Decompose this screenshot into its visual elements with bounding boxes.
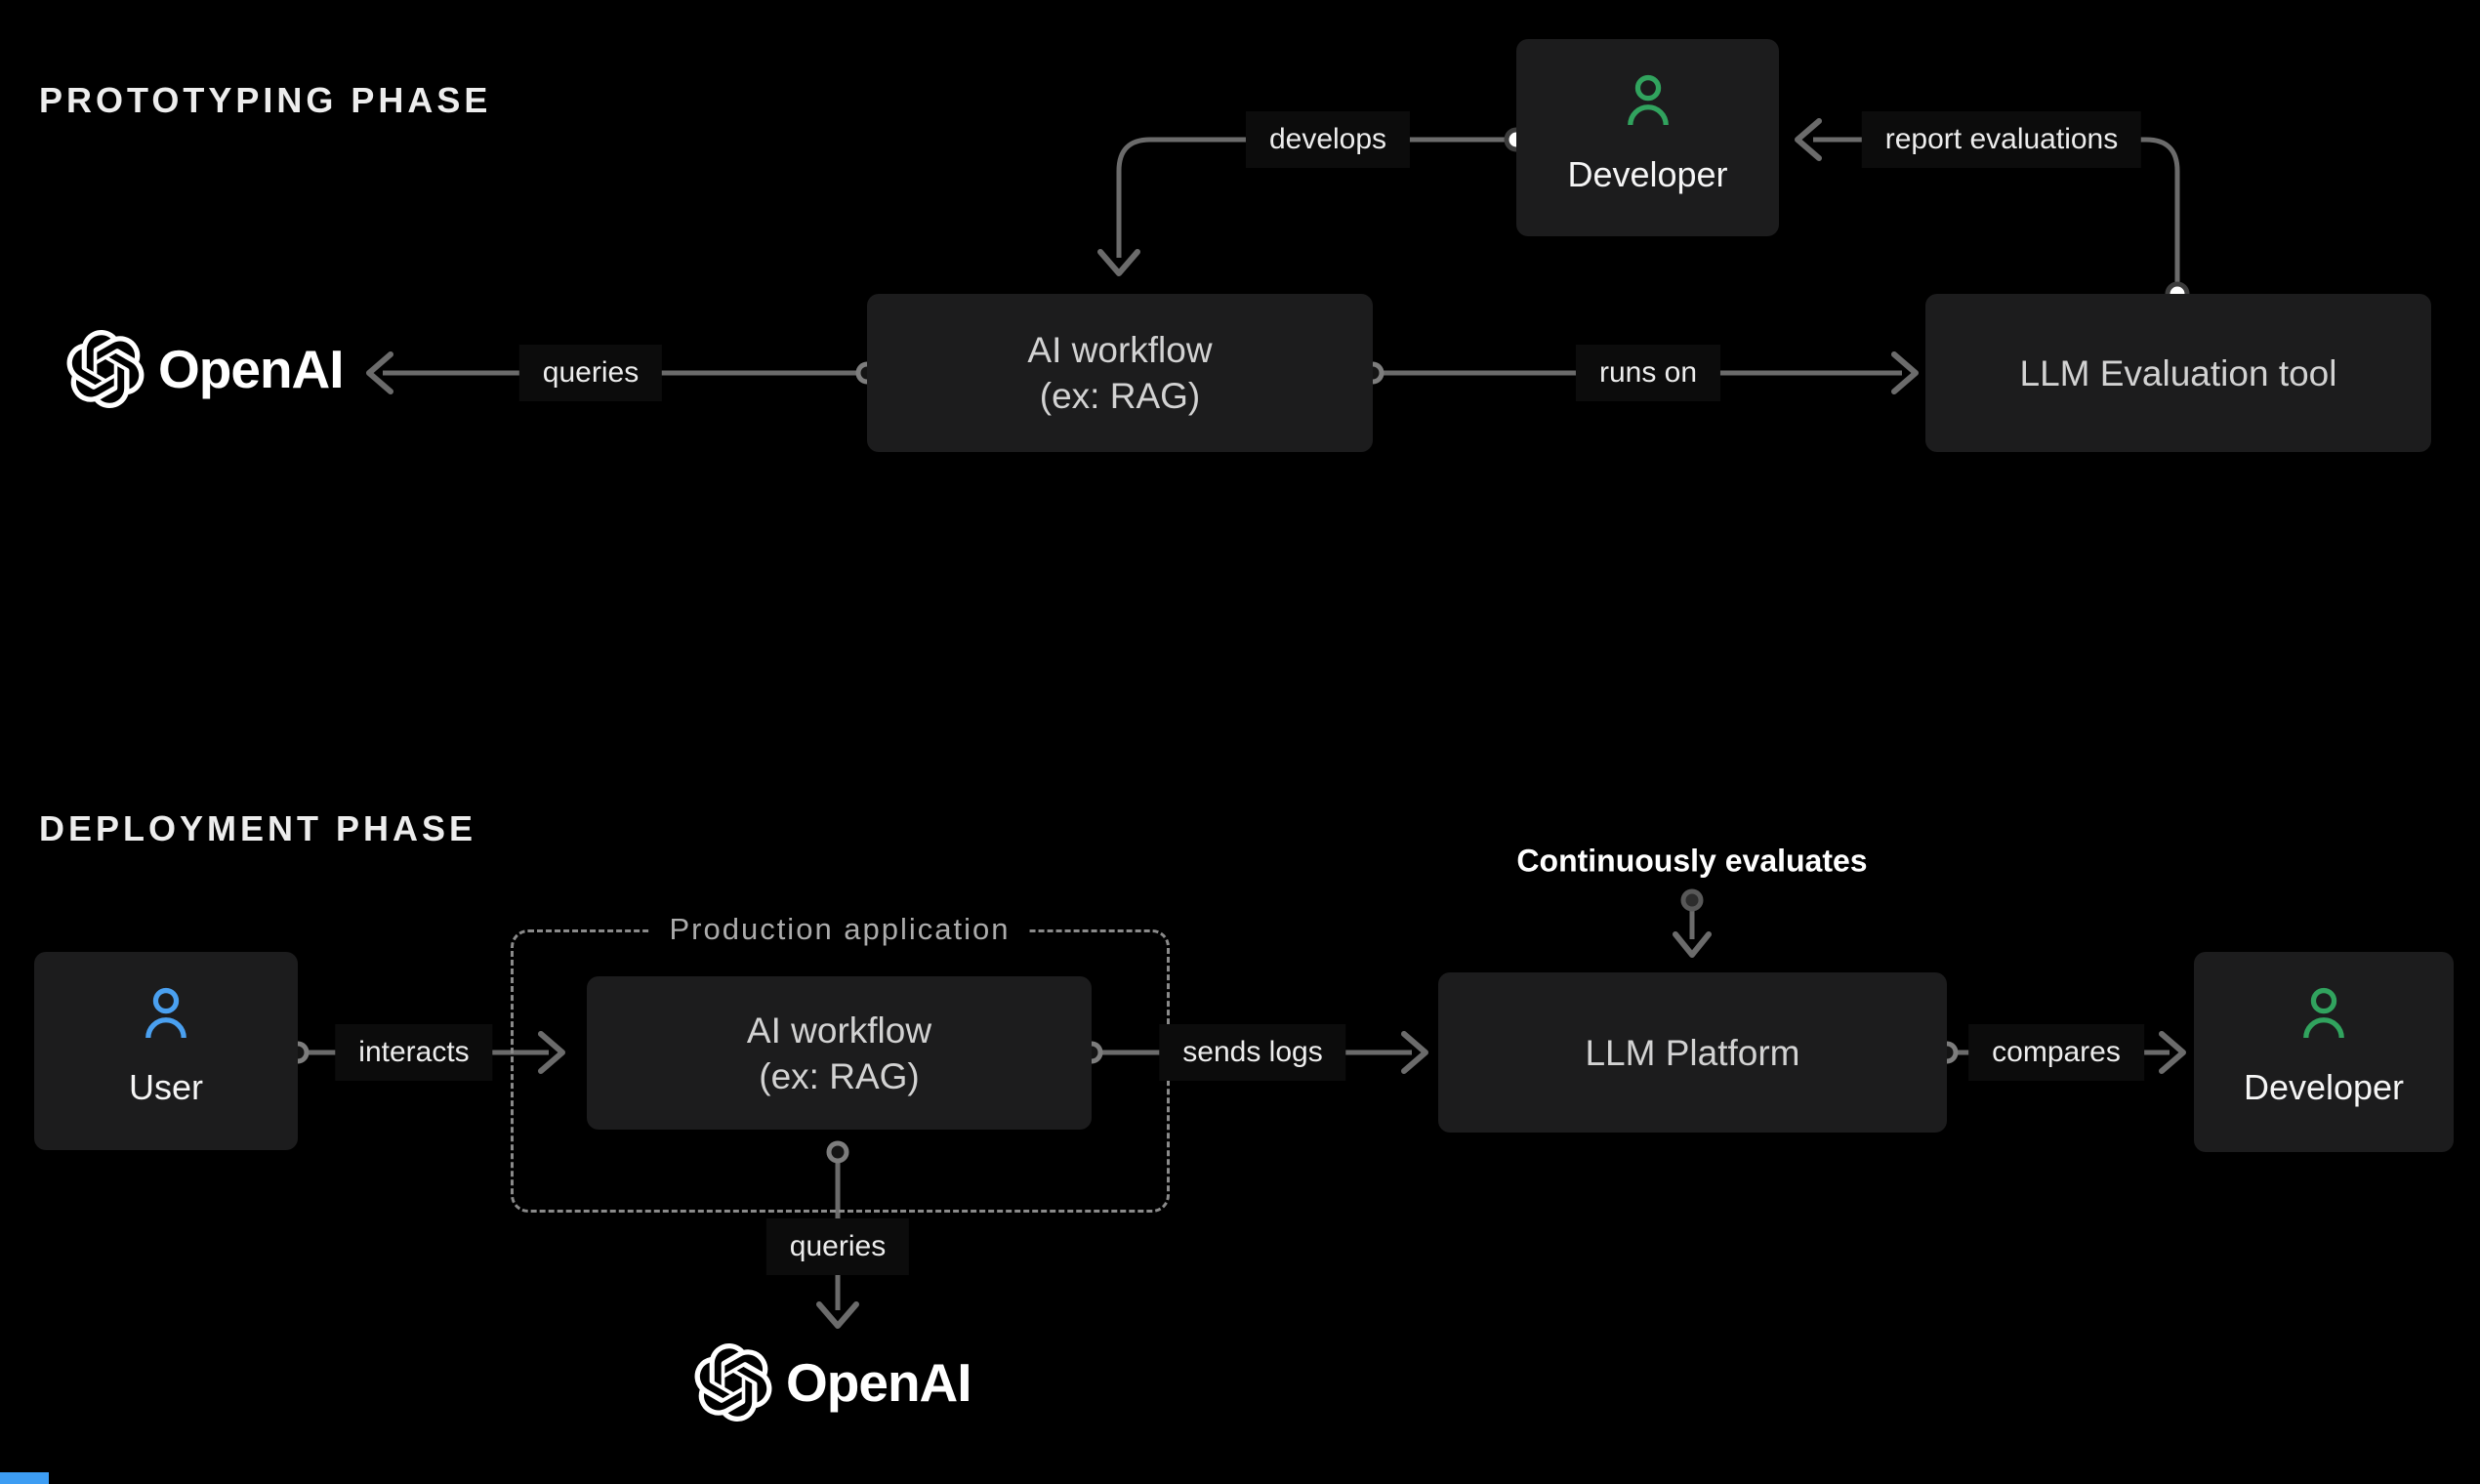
person-icon (2303, 987, 2344, 1039)
ai-workflow-label-line2: (ex: RAG) (1039, 376, 1201, 416)
deployment-phase-title: DEPLOYMENT PHASE (39, 808, 477, 848)
node-llm-evaluation-tool: LLM Evaluation tool (1925, 294, 2431, 452)
openai-logo: OpenAI (66, 330, 345, 408)
openai-logo: OpenAI (694, 1343, 972, 1422)
edge-label-runs-on: runs on (1575, 345, 1721, 401)
edge-queries-top-arrowhead (366, 351, 393, 394)
edge-label-compares: compares (1968, 1024, 2144, 1081)
openai-mark-icon (694, 1343, 772, 1422)
openai-wordmark: OpenAI (158, 339, 345, 399)
user-label: User (128, 1067, 203, 1107)
developer-label: Developer (2243, 1067, 2405, 1107)
edge-runs-on-arrowhead (1891, 351, 1919, 394)
developer-label: Developer (1567, 154, 1728, 194)
person-icon (145, 987, 186, 1039)
openai-wordmark: OpenAI (786, 1352, 972, 1413)
openai-mark-icon (66, 330, 145, 408)
edge-label-report-evaluations: report evaluations (1861, 111, 2142, 168)
video-progress-bar (0, 1472, 49, 1484)
edge-label-develops: develops (1245, 111, 1411, 168)
node-user: User (34, 952, 298, 1150)
edge-interacts-arrowhead (538, 1031, 565, 1074)
production-application-title: Production application (649, 910, 1030, 949)
edge-report-evaluations-line (1813, 137, 2180, 294)
edge-label-sends-logs: sends logs (1159, 1024, 1346, 1081)
ai-workflow-label-line1: AI workflow (746, 1010, 932, 1051)
llm-platform-label: LLM Platform (1585, 1032, 1800, 1073)
node-llm-platform: LLM Platform (1438, 972, 1947, 1133)
edge-label-queries-top: queries (518, 345, 663, 401)
node-developer-deployment: Developer (2194, 952, 2454, 1152)
edge-label-interacts: interacts (335, 1024, 493, 1081)
node-developer-prototyping: Developer (1516, 39, 1779, 236)
edge-queries-bottom-arrowhead (816, 1301, 859, 1329)
ai-workflow-label-line2: (ex: RAG) (759, 1055, 920, 1096)
connector-dot-dark (1680, 888, 1704, 912)
edge-sends-logs-arrowhead (1401, 1031, 1428, 1074)
edge-compares-arrowhead (2159, 1031, 2186, 1074)
node-ai-workflow-prototyping: AI workflow (ex: RAG) (867, 294, 1373, 452)
edge-continuously-evaluates-arrowhead (1673, 931, 1712, 958)
edge-develops-line (1116, 137, 1516, 258)
edge-report-evaluations-arrowhead (1795, 118, 1822, 161)
llm-evaluation-tool-label: LLM Evaluation tool (2019, 352, 2337, 393)
connector-ring (826, 1140, 849, 1164)
edge-develops-arrowhead (1097, 249, 1140, 276)
continuously-evaluates-label: Continuously evaluates (1516, 843, 1868, 879)
ai-workflow-label-line1: AI workflow (1027, 330, 1213, 370)
person-icon (1627, 74, 1669, 126)
node-ai-workflow-deployment: AI workflow (ex: RAG) (587, 976, 1092, 1130)
prototyping-phase-title: PROTOTYPING PHASE (39, 80, 492, 120)
edge-label-queries-bottom: queries (765, 1218, 910, 1275)
